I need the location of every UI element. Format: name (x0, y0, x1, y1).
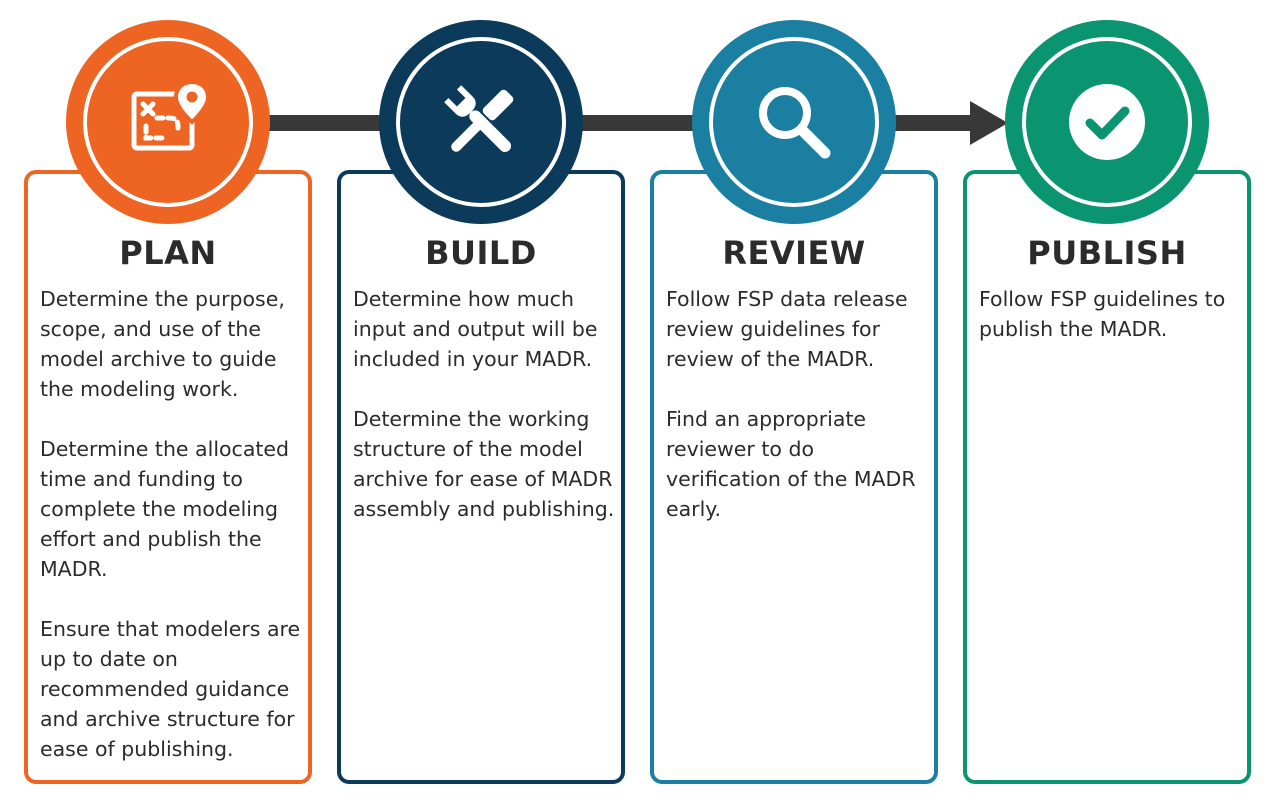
step-circle-review (692, 20, 896, 224)
tools-icon (444, 85, 514, 153)
step-body-build: Determine how much input and output will… (353, 284, 615, 554)
step-body-review: Follow FSP data release review guideline… (666, 284, 928, 554)
step-paragraph: Follow FSP data release review guideline… (666, 287, 908, 371)
step-title-build: BUILD (425, 234, 537, 272)
step-circle-plan (66, 20, 270, 224)
step-circle-build (379, 20, 583, 224)
step-title-publish: PUBLISH (1027, 234, 1187, 272)
step-paragraph: Ensure that modelers are up to date on r… (40, 617, 301, 761)
step-paragraph: Determine the allocated time and funding… (40, 437, 290, 581)
step-card-publish: PUBLISH Follow FSP guidelines to publish… (963, 170, 1251, 784)
step-paragraph: Find an appropriate reviewer to do verif… (666, 407, 916, 521)
step-paragraph: Follow FSP guidelines to publish the MAD… (979, 287, 1226, 341)
map-location-icon (131, 80, 210, 151)
step-card-build: BUILD Determine how much input and outpu… (337, 170, 625, 784)
step-paragraph: Determine how much input and output will… (353, 287, 598, 371)
step-paragraph: Determine the working structure of the m… (353, 407, 615, 521)
step-paragraph: Determine the purpose, scope, and use of… (40, 287, 285, 401)
step-body-plan: Determine the purpose, scope, and use of… (40, 284, 302, 794)
step-card-review: REVIEW Follow FSP data release review gu… (650, 170, 938, 784)
step-card-plan: PLAN Determine the purpose, scope, and u… (24, 170, 312, 784)
step-title-plan: PLAN (119, 234, 217, 272)
magnifier-icon (759, 87, 831, 159)
checkmark-icon (1069, 84, 1145, 160)
step-body-publish: Follow FSP guidelines to publish the MAD… (979, 284, 1241, 374)
step-title-review: REVIEW (722, 234, 866, 272)
step-circle-publish (1005, 20, 1209, 224)
connector-arrowhead (970, 101, 1008, 145)
